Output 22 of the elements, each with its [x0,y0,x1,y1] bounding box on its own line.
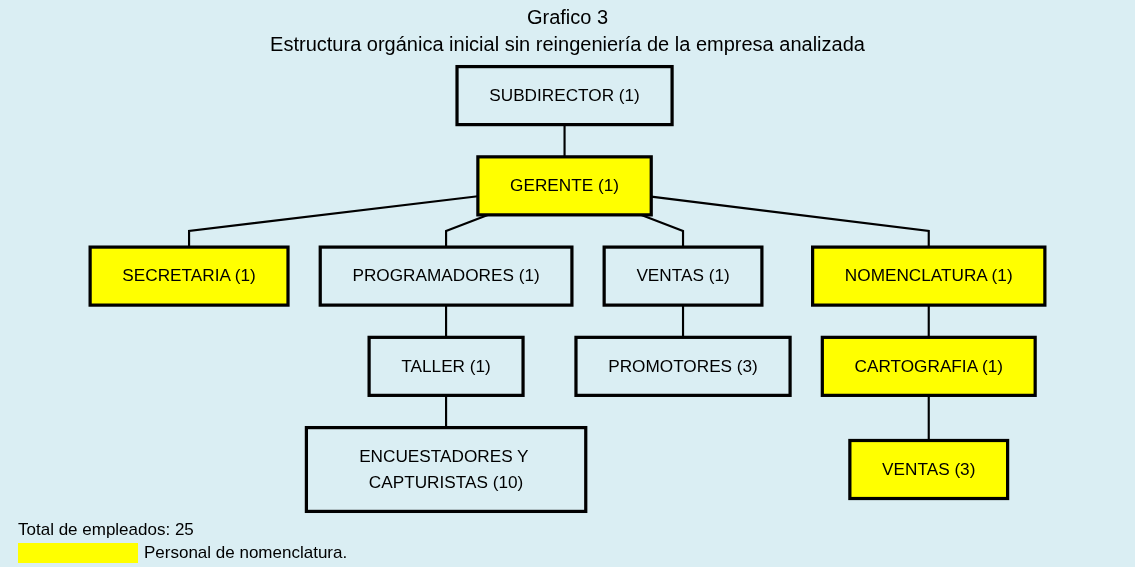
node-box: SUBDIRECTOR (1) [455,65,674,127]
node-box: TALLER (1) [367,335,525,397]
diagram-subtitle: Estructura orgánica inicial sin reingeniería de la empresa analizada [270,33,865,56]
node-box: ENCUESTADORES Y CAPTURISTAS (10) [304,426,588,513]
connector [681,305,685,338]
node-box: VENTAS (3) [848,438,1010,501]
connector [927,305,930,338]
connector [927,395,930,441]
node-box: PROMOTORES (3) [574,335,792,397]
connector [445,395,448,428]
diagram-title: Grafico 3 [526,6,609,29]
connector [563,124,566,157]
node-box: NOMENCLATURA (1) [811,245,1047,307]
node-box: CARTOGRAFIA (1) [820,335,1037,397]
node-box: GERENTE (1) [476,155,653,217]
node-box: PROGRAMADORES (1) [318,245,574,307]
node-box: SECRETARIA (1) [88,245,290,307]
node-box: VENTAS (1) [602,245,764,307]
legend-text: Personal de nomenclatura. [144,543,348,563]
connector [640,213,685,248]
connector [445,305,448,338]
note-text: Total de empleados: 25 [18,520,195,540]
